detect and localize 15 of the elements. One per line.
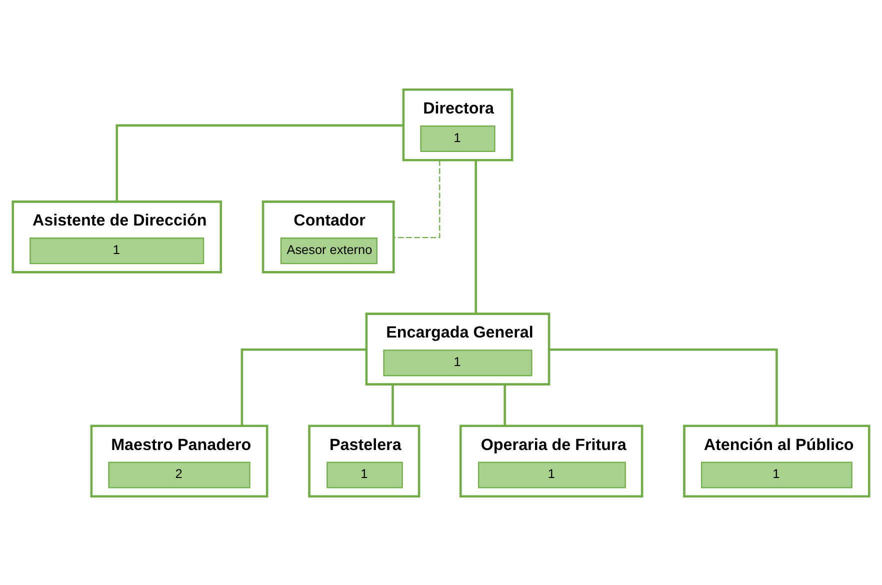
connector bbox=[394, 160, 440, 238]
node-box: Maestro Panadero 2 bbox=[90, 424, 268, 498]
connector bbox=[504, 384, 506, 426]
node-box: Directora 1 bbox=[402, 88, 514, 161]
connector bbox=[116, 124, 404, 202]
node-box: Asistente de Dirección 1 bbox=[12, 200, 222, 273]
connector bbox=[240, 348, 366, 426]
connector bbox=[392, 384, 394, 426]
connector bbox=[474, 160, 478, 314]
node-box: Pastelera 1 bbox=[308, 424, 420, 498]
node-box: Operaria de Fritura 1 bbox=[460, 424, 644, 498]
connector bbox=[549, 348, 778, 426]
node-box: Atención al Público 1 bbox=[683, 424, 870, 498]
node-box: Contador Asesor externo bbox=[262, 200, 395, 273]
node-box: Encargada General 1 bbox=[365, 312, 550, 385]
